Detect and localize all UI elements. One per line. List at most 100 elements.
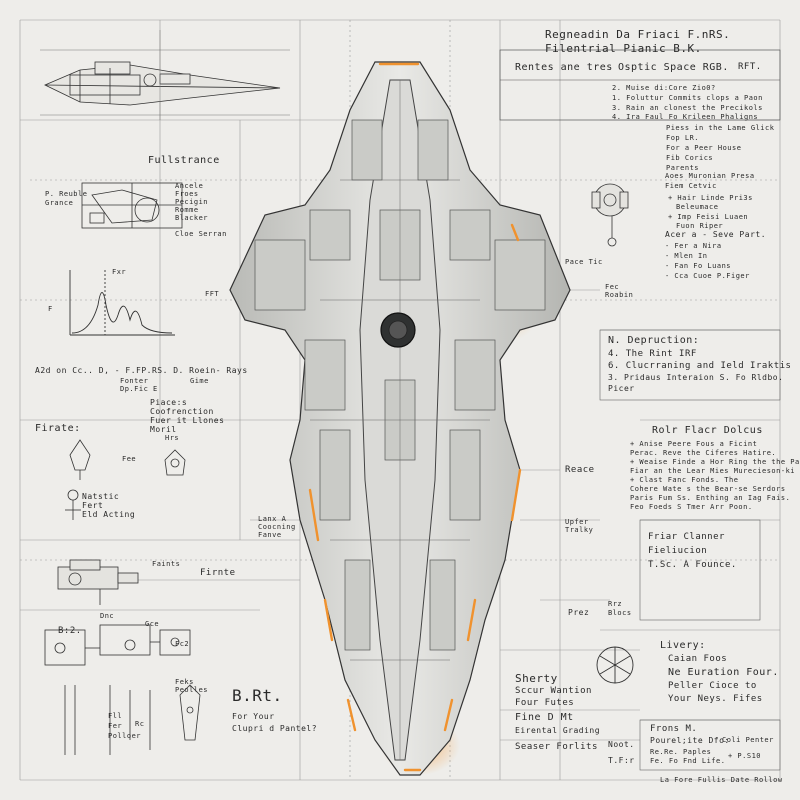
firate-label: Firate: <box>35 423 81 434</box>
small-label: Fer <box>108 722 123 730</box>
right-note: Fib Corics <box>666 154 714 162</box>
b2-small: Gce <box>145 620 160 628</box>
b2-small: Dnc <box>100 612 115 620</box>
sherty-line: Four Futes <box>515 698 575 708</box>
small-label: Feks <box>175 678 194 686</box>
acer-line: - Fer a Nira <box>665 242 722 250</box>
rolr-line: Fiar an the Lear Mies Murecieson-ki <box>630 467 796 475</box>
center-label: Fanve <box>258 531 282 539</box>
livery-line: Peller Cioce to <box>668 681 757 691</box>
plan-note: Pecigin <box>175 198 209 206</box>
deduction-title: N. Depruction: <box>608 335 700 346</box>
plan-note: Grance <box>45 199 74 207</box>
footer-note: La Fore Fullis Date Rollow <box>660 776 783 784</box>
rolr-line: + Anise Peere Fous a Ficint <box>630 440 758 448</box>
piace-note: Coofrenction <box>150 407 214 416</box>
livery-line: Ne Euration Four. <box>668 667 779 678</box>
small-label: Rc <box>135 720 145 728</box>
frons-line: Frons M. <box>650 724 698 734</box>
frons-line: Re.Re. Paples <box>650 748 712 756</box>
schematic-boxes <box>44 624 191 666</box>
deduction-item: Picer <box>608 384 635 393</box>
acer-line: - Mlen In <box>665 252 708 260</box>
center-label: Blocs <box>608 609 632 617</box>
friar-line: T.Sc. A Founce. <box>648 560 737 570</box>
title-line-2: Filentrial Pianic B.K. <box>545 42 702 55</box>
center-label: Coocning <box>258 523 296 531</box>
rolr-line: Cohere Wate s the Bear-se Serdors <box>630 485 786 493</box>
rolr-line: + Clast Fanc Fonds. The <box>630 476 739 484</box>
b2-label: B:2. <box>58 626 82 636</box>
brt-title: B.Rt. <box>232 686 283 705</box>
center-label: Rrz <box>608 600 623 608</box>
piace-note: Moril <box>150 425 177 434</box>
sherty-line: Eirental Grading <box>515 726 601 735</box>
graph-caption-sub: Fonter <box>120 377 149 385</box>
right-note: For a Peer House <box>666 144 742 152</box>
rolr-line: Paris Fum Ss. Enthing an Iag Fais. <box>630 494 791 502</box>
fullstrance-label: Fullstrance <box>148 155 220 166</box>
graph-label: FFT <box>205 290 220 298</box>
waveform-graph <box>69 270 175 336</box>
right-note: Fop LR. <box>666 134 700 142</box>
friar-line: Friar Clanner <box>648 532 725 542</box>
aders-line: + Imp Feisi Luaen <box>668 213 749 221</box>
natstic-note: Natstic <box>82 492 120 501</box>
graph-caption-sub: Gime <box>190 377 209 385</box>
parts-drawing <box>57 559 139 605</box>
graph-caption-sub: Dp.Fic E <box>120 385 158 393</box>
aders-line: Beleumace <box>676 203 719 211</box>
center-label: Lanx A <box>258 515 287 523</box>
piace-note: Piace:s <box>150 398 188 407</box>
plan-note: Ancele <box>175 182 204 190</box>
coll-label: Coli Penter <box>722 736 774 744</box>
component-drawings <box>65 439 186 520</box>
rod-drawings <box>64 684 201 755</box>
aders-line: + Hair Linde Pri3s <box>668 194 753 202</box>
sherty-line: Fine D Mt <box>515 712 574 723</box>
ps-label: + P.S10 <box>728 752 762 760</box>
sherty-line: Sccur Wantion <box>515 686 592 696</box>
rolr-line: Feo Foeds S Tmer Arr Poon. <box>630 503 753 511</box>
graph-label: F <box>48 305 53 313</box>
aders-line: Aoes Muronian Presa <box>665 172 755 180</box>
center-label: Roabin <box>605 291 634 299</box>
center-label: Prez <box>568 608 590 617</box>
right-note: Piess in the Lame Glick <box>666 124 775 132</box>
center-label: Upfer <box>565 518 589 526</box>
small-label: Peolles <box>175 686 209 694</box>
small-label: Fll <box>108 712 123 720</box>
small-label: Polloer <box>108 732 142 740</box>
center-label: Pace Tic <box>565 258 603 266</box>
spec-item: 2. Muise di:Core Zio0? <box>612 84 716 92</box>
noot-label: T.F:r <box>608 756 635 765</box>
plan-note: P. Reuble <box>45 190 88 198</box>
rolr-line: + Weaise Finde a Hor Ring the the Pasis. <box>630 458 800 466</box>
natstic-note: Fert <box>82 501 104 510</box>
brt-sub: Clupri d Pantel? <box>232 724 318 733</box>
firnte-label: Firnte <box>200 568 236 578</box>
plan-note: Froes <box>175 190 199 198</box>
center-label: Fec <box>605 283 620 291</box>
center-label: Tralky <box>565 526 594 534</box>
parts-label: Faints <box>152 560 181 568</box>
plan-note: Romme <box>175 206 199 214</box>
spec-title: Rentes ane tres <box>515 62 613 73</box>
plan-sketch <box>81 182 183 229</box>
spec-ref: RFT. <box>738 62 762 72</box>
sherty-line: Seaser Forlits <box>515 742 598 752</box>
right-note: Parents <box>666 164 700 172</box>
aders-line: Fuon Riper <box>676 222 724 230</box>
livery-line: Your Neys. Fifes <box>668 694 763 704</box>
spec-item: 3. Rain an clonest the Precikols <box>612 104 763 112</box>
spec-item: 4. Ira Faul Fo Krileen Phaligns <box>612 113 759 121</box>
b2-small: Fc2 <box>175 640 190 648</box>
rolr-title: Rolr Flacr Dolcus <box>652 425 763 436</box>
piace-small: Hrs <box>165 434 180 442</box>
plan-note: Blacker <box>175 214 209 222</box>
spec-item: 1. Foluttur Commits clops a Paon <box>612 94 763 102</box>
graph-caption: A2d on Cc.. D, - F.FP.RS. D. Roein- Rays <box>35 366 248 375</box>
firate-side: Fee <box>122 455 137 463</box>
frons-line: Fe. Fo Fnd Life. <box>650 757 726 765</box>
